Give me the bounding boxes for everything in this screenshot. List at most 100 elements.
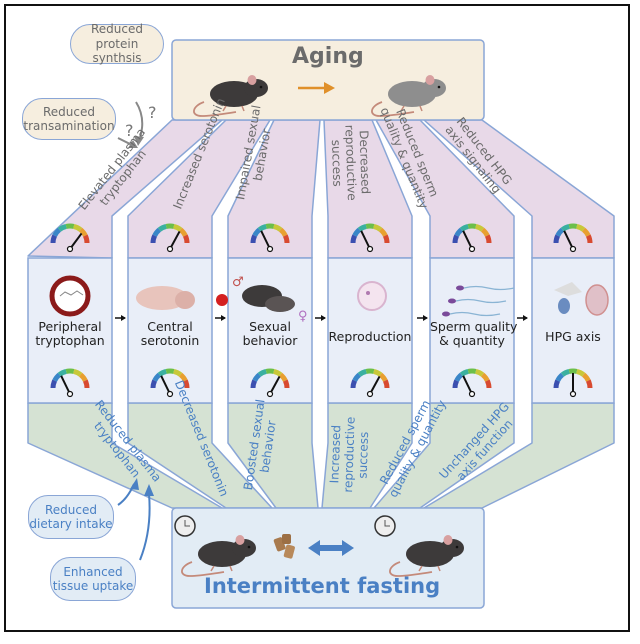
outcome-box-label: Reproduction [328, 329, 412, 344]
flow-arrow-head [221, 315, 226, 321]
female-symbol: ♀ [298, 309, 308, 324]
flow-arrow-head [121, 315, 126, 321]
gauge-segment [352, 372, 362, 382]
gauge-segment [454, 372, 464, 382]
gauge-segment [52, 372, 62, 382]
mouse-ear [443, 535, 453, 545]
gauge-segment [480, 372, 490, 382]
gauge-segment [273, 368, 283, 377]
label-line: Reduced [90, 22, 143, 37]
old-mouse-icon [371, 75, 446, 117]
mouse-eye [455, 545, 459, 549]
gauge-pivot [266, 245, 274, 253]
mouse-eye [247, 545, 251, 549]
gauge-segment [250, 234, 257, 244]
fasting-gauge [50, 368, 90, 398]
gauge-pivot [569, 390, 577, 398]
gauge-segment [157, 223, 167, 232]
mouse-tail [193, 101, 237, 117]
mouse-tail [389, 561, 433, 577]
gauge-segment [52, 227, 62, 237]
gauge-pivot [66, 390, 74, 398]
gauge-segment [50, 234, 57, 244]
label-line: tissue uptake [52, 579, 134, 593]
gauge-segment [183, 234, 190, 244]
mouse-feet [210, 565, 233, 572]
gauge-segment [357, 368, 367, 377]
gauge-pivot [468, 390, 476, 398]
gauge-segment [283, 234, 290, 244]
gauge-segment [78, 372, 88, 382]
gauge-segment [454, 227, 464, 237]
gauge-segment [576, 368, 586, 377]
gauge-segment [475, 223, 485, 232]
gauge-segment [178, 372, 188, 382]
label-line: tryptophan [35, 333, 105, 349]
gauge-segment [581, 372, 591, 382]
fasting-gauge [250, 368, 290, 398]
aging-factor-arrow [135, 101, 144, 139]
gauge-segment [150, 379, 157, 389]
gauge-segment [485, 234, 492, 244]
aging-gauge [50, 223, 90, 253]
outcome-box-label: HPG axis [532, 329, 614, 344]
gauge-needle [260, 230, 271, 250]
gauge-segment [350, 379, 357, 389]
gauge-segment [378, 372, 388, 382]
sperm-icon [442, 311, 450, 317]
gauge-pivot [366, 245, 374, 253]
fasting-factor-arrow [139, 493, 151, 561]
flow-arrow-head [321, 315, 326, 321]
mouse-ear [425, 75, 435, 85]
gauge-segment [57, 223, 67, 232]
egg-nucleus [366, 291, 370, 295]
male-symbol: ♂ [232, 275, 244, 290]
outcome-box [429, 257, 515, 404]
fasting-box [171, 507, 485, 609]
gauge-needle [160, 375, 171, 395]
label-line: transamination [23, 119, 115, 133]
gauge-segment [586, 234, 593, 244]
gauge-segment [350, 234, 357, 244]
gauge-segment [173, 368, 183, 377]
gauge-segment [183, 379, 190, 389]
gauge-segment [553, 379, 560, 389]
gauge-segment [475, 368, 485, 377]
gauge-pivot [166, 245, 174, 253]
gauge-segment [378, 227, 388, 237]
gauge-needle [462, 230, 473, 250]
gauge-needle [269, 375, 281, 395]
gauge-pivot [569, 245, 577, 253]
fasting-title: Intermittent fasting [204, 574, 441, 598]
question-mark: ? [148, 103, 157, 122]
tryptophan-molecule-icon [49, 275, 91, 317]
outcome-box [227, 257, 313, 404]
mouse-feet [400, 105, 423, 112]
label-line: protein synthsis [92, 36, 142, 66]
food-pellet-icon [282, 534, 291, 544]
outcome-box-label: Sperm quality& quantity [430, 319, 517, 349]
label-line: & quantity [439, 333, 505, 349]
mouse-ear [235, 535, 245, 545]
gauge-segment [278, 372, 288, 382]
gauge-segment [278, 227, 288, 237]
aging-gauge [250, 223, 290, 253]
gauge-segment [459, 223, 469, 232]
mouse-tail [181, 561, 225, 577]
gauge-pivot [266, 390, 274, 398]
aging-factor-arrow-head [128, 140, 138, 148]
gauge-segment [257, 368, 267, 377]
gauge-segment [576, 223, 586, 232]
gauge-segment [283, 379, 290, 389]
mouse-eye [437, 85, 441, 89]
gauge-segment [73, 368, 83, 377]
gauge-segment [560, 368, 570, 377]
mouse-eye [259, 85, 263, 89]
sperm-tail [455, 298, 507, 304]
